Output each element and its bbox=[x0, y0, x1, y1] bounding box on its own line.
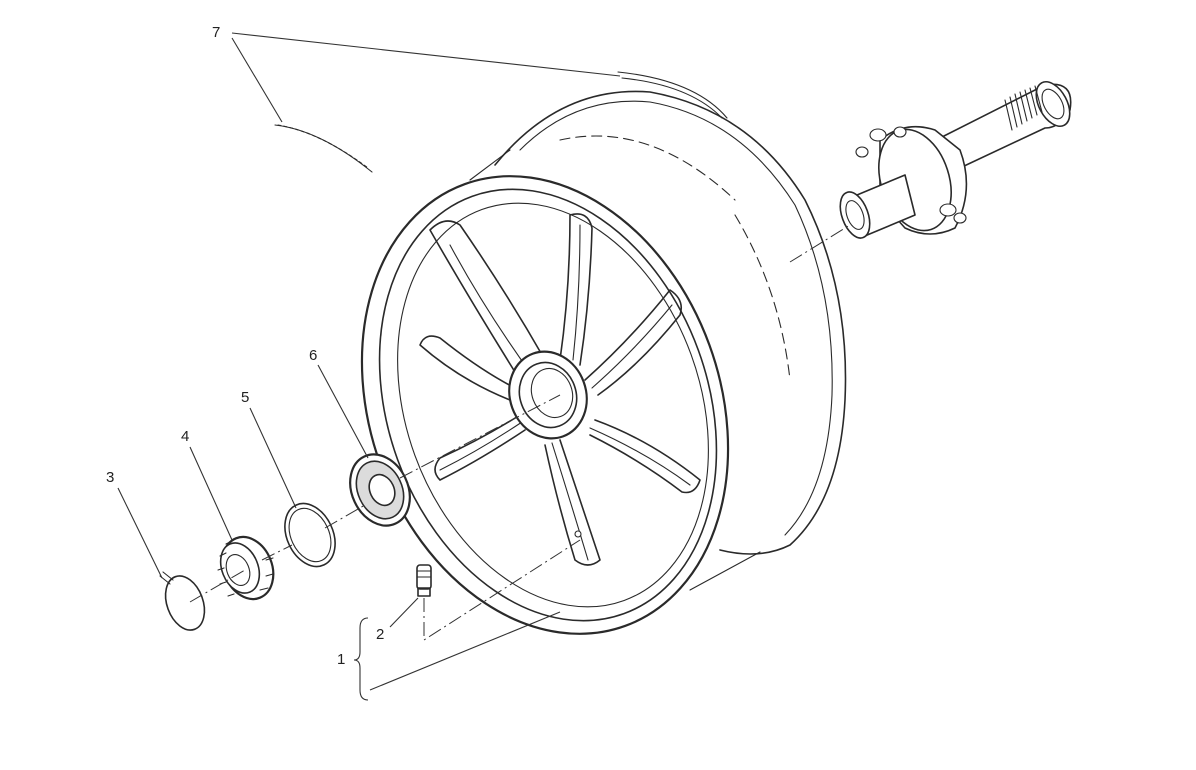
callout-6: 6 bbox=[309, 347, 317, 364]
wheel-rim bbox=[360, 90, 847, 635]
part-6-seal bbox=[349, 453, 411, 527]
callout-labels: 7 3 4 5 6 2 1 bbox=[106, 24, 384, 668]
part-5-o-ring bbox=[284, 502, 336, 568]
callout-3: 3 bbox=[106, 469, 114, 486]
callout-5: 5 bbox=[241, 389, 249, 406]
callout-1: 1 bbox=[337, 651, 345, 668]
callout-4: 4 bbox=[181, 428, 189, 445]
axle-hub bbox=[839, 81, 1072, 239]
part-7-balance-weight bbox=[274, 71, 728, 173]
assembly-centerlines bbox=[189, 224, 851, 641]
part-2-valve bbox=[416, 564, 432, 597]
callout-2: 2 bbox=[376, 626, 384, 643]
part-3-circlip bbox=[159, 571, 206, 631]
callout-7: 7 bbox=[212, 24, 220, 41]
part-4-ring-nut bbox=[217, 535, 275, 601]
leader-lines bbox=[117, 32, 621, 701]
